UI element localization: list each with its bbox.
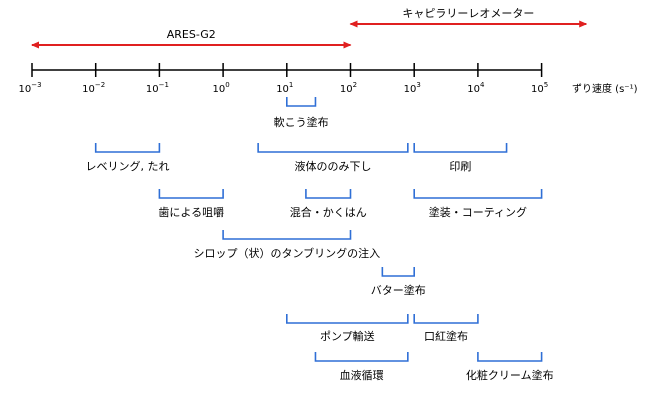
- process-label: 化粧クリーム塗布: [466, 368, 554, 382]
- tick-exponent: 4: [480, 81, 485, 89]
- axis-tick-label: 105: [531, 81, 548, 95]
- process-bracket: [257, 143, 409, 153]
- process-bracket: [314, 352, 409, 362]
- tick-exponent: 1: [289, 81, 293, 89]
- process-bracket: [222, 230, 352, 240]
- process-bracket: [477, 352, 543, 362]
- process-bracket: [158, 189, 224, 199]
- axis-tick-label: 101: [276, 81, 293, 95]
- tick-base: 10: [82, 84, 95, 95]
- process-bracket: [94, 143, 161, 153]
- process-bracket: [286, 314, 409, 324]
- axis-tick-label: 104: [467, 81, 485, 95]
- tick-exponent: −2: [95, 81, 105, 89]
- axis-tick-label: 102: [340, 81, 357, 95]
- tick-base: 10: [340, 84, 353, 95]
- tick-base: 10: [404, 84, 417, 95]
- process-label: シロップ（状）のタンブリングの注入: [193, 246, 380, 260]
- process-bracket: [286, 97, 317, 107]
- tick-exponent: −1: [159, 81, 169, 89]
- axis-tick-label: 103: [404, 81, 421, 95]
- process-label: 血液循環: [340, 368, 384, 382]
- tick-base: 10: [18, 84, 31, 95]
- axis-tick-label: 10−3: [18, 81, 41, 95]
- tick-exponent: 2: [353, 81, 357, 89]
- process-bracket: [413, 143, 508, 153]
- process-label: 印刷: [449, 160, 471, 173]
- process-bracket: [381, 267, 415, 277]
- process-label: レベリング, たれ: [86, 159, 170, 173]
- process-label: 歯による咀嚼: [158, 205, 224, 219]
- tick-base: 10: [467, 84, 480, 95]
- tick-base: 10: [531, 84, 544, 95]
- process-bracket: [413, 314, 479, 324]
- process-label: 液体ののみ下し: [294, 159, 371, 173]
- tick-base: 10: [146, 84, 159, 95]
- process-label: 塗装・コーティング: [429, 205, 527, 219]
- process-label: バター塗布: [371, 283, 426, 297]
- tick-exponent: 0: [225, 81, 229, 89]
- tick-base: 10: [212, 84, 225, 95]
- process-label: 口紅塗布: [424, 329, 468, 343]
- tick-exponent: −3: [31, 81, 41, 89]
- axis-tick-label: 10−2: [82, 81, 105, 95]
- instrument-label: ARES-G2: [167, 28, 216, 41]
- tick-base: 10: [276, 84, 289, 95]
- tick-exponent: 3: [416, 81, 420, 89]
- instrument-ranges: ARES-G2 キャピラリーレオメーター: [31, 7, 588, 49]
- process-label: 軟こう塗布: [274, 115, 329, 129]
- process-bracket: [305, 189, 352, 199]
- axis-tick-label: 100: [212, 81, 229, 95]
- process-label: 混合・かくはん: [290, 205, 367, 219]
- process-bracket: [413, 189, 543, 199]
- process-label: ポンプ輸送: [320, 329, 375, 343]
- tick-exponent: 5: [544, 81, 548, 89]
- instrument-label: キャピラリーレオメーター: [402, 7, 534, 20]
- axis-tick-label: 10−1: [146, 81, 169, 95]
- axis-unit-label: ずり速度 (s⁻¹): [572, 82, 638, 95]
